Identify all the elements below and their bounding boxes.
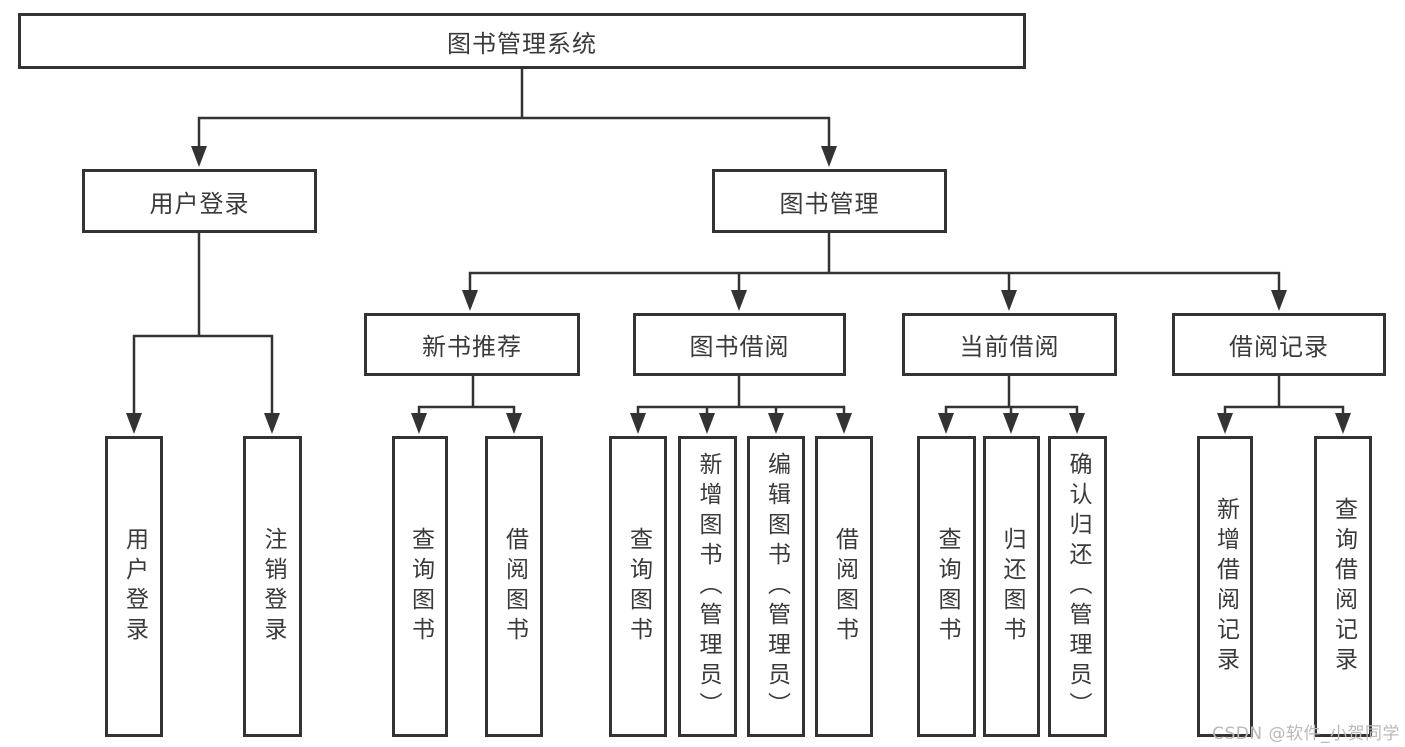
leaf-borrowing-query-books: 查询图书 xyxy=(609,436,667,737)
arrow-down-icon xyxy=(191,146,207,167)
connector-current xyxy=(944,374,1079,419)
arrow-down-icon xyxy=(630,413,646,434)
leaf-records-query-record: 查询借阅记录 xyxy=(1314,436,1372,737)
node-new-books: 新书推荐 xyxy=(364,313,580,376)
node-current-borrowing: 当前借阅 xyxy=(902,313,1117,376)
arrow-down-icon xyxy=(1003,413,1019,434)
connector-borrowing xyxy=(636,374,846,419)
arrow-down-icon xyxy=(1217,413,1233,434)
leaf-current-return-books: 归还图书 xyxy=(983,436,1040,737)
arrow-down-icon xyxy=(1335,413,1351,434)
arrow-down-icon xyxy=(731,290,747,311)
arrow-down-icon xyxy=(821,146,837,167)
arrow-down-icon xyxy=(768,413,784,434)
arrow-down-icon xyxy=(1069,413,1085,434)
node-book-management: 图书管理 xyxy=(712,169,947,233)
leaf-borrowing-add-books: 新增图书（管理员） xyxy=(678,436,737,737)
connector-user-login xyxy=(132,231,274,419)
arrow-down-icon xyxy=(1271,290,1287,311)
node-borrow-records: 借阅记录 xyxy=(1172,313,1386,376)
connector-book-management xyxy=(468,231,1281,296)
node-root: 图书管理系统 xyxy=(18,13,1026,69)
leaf-newbooks-query-books: 查询图书 xyxy=(392,436,448,737)
leaf-user-login: 用户登录 xyxy=(105,436,163,737)
connector-new-books xyxy=(417,374,516,419)
leaf-newbooks-borrow-books: 借阅图书 xyxy=(485,436,543,737)
leaf-borrowing-borrow-books: 借阅图书 xyxy=(815,436,873,737)
leaf-records-add-record: 新增借阅记录 xyxy=(1197,436,1253,737)
leaf-borrowing-edit-books: 编辑图书（管理员） xyxy=(747,436,805,737)
arrow-down-icon xyxy=(699,413,715,434)
node-user-login: 用户登录 xyxy=(82,169,317,233)
arrow-down-icon xyxy=(836,413,852,434)
arrow-down-icon xyxy=(264,413,280,434)
arrowheads xyxy=(126,146,1351,434)
arrow-down-icon xyxy=(126,413,142,434)
node-book-borrowing: 图书借阅 xyxy=(633,313,846,376)
leaf-current-confirm-return: 确认归还（管理员） xyxy=(1048,436,1107,737)
connector-root xyxy=(197,67,831,152)
connector-records xyxy=(1223,374,1345,419)
leaf-logout: 注销登录 xyxy=(243,436,302,737)
leaf-current-query-books: 查询图书 xyxy=(917,436,976,737)
arrow-down-icon xyxy=(411,413,427,434)
arrow-down-icon xyxy=(506,413,522,434)
arrow-down-icon xyxy=(462,290,478,311)
arrow-down-icon xyxy=(1001,290,1017,311)
arrow-down-icon xyxy=(938,413,954,434)
